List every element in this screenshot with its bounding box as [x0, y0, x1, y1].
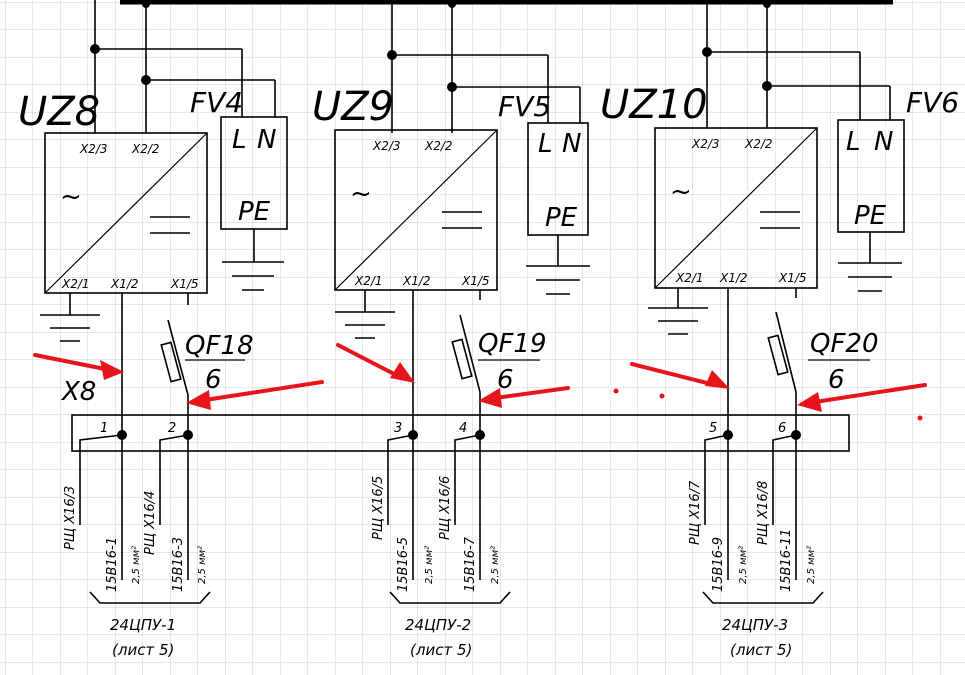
- wire-terminal-label: РЩ X16/4: [143, 491, 158, 555]
- phase-l: L: [846, 127, 861, 157]
- converter-uz10-box: [654, 127, 818, 289]
- cable-brackets: [89, 591, 824, 604]
- wire-section-label: 2,5 мм²: [131, 546, 142, 584]
- wire-terminal-label: РЩ X16/8: [756, 481, 771, 545]
- junction-dot: [90, 44, 100, 54]
- pin-label: X1/2: [110, 277, 139, 291]
- pin-label: X2/2: [424, 139, 453, 153]
- group-uz9: ~ UZ9 X2/3 X2/2 X2/1 X1/2 X1/5 FV5 L N P…: [312, 0, 665, 435]
- wire-terminal-label: РЩ X16/3: [63, 486, 78, 550]
- pin-label: X2/3: [691, 137, 720, 151]
- svg-text:3: 3: [394, 421, 402, 436]
- surge-protector-label: FV4: [190, 86, 243, 119]
- ac-symbol: ~: [350, 179, 372, 209]
- junction-dot: [387, 50, 397, 60]
- pin-label: X2/2: [744, 137, 773, 151]
- converter-label: UZ9: [312, 84, 394, 130]
- breaker-label: QF19: [478, 329, 547, 359]
- destinations: 24ЦПУ-1 (лист 5) 24ЦПУ-2 (лист 5) 24ЦПУ-…: [110, 616, 792, 659]
- svg-text:1: 1: [100, 421, 108, 436]
- junction-dot: [141, 75, 151, 85]
- destination-sheet: (лист 5): [112, 641, 174, 659]
- pin-label: X2/1: [675, 271, 704, 285]
- pin-label: X1/5: [778, 271, 807, 285]
- converter-label: UZ10: [600, 82, 708, 128]
- pin-label: X1/5: [461, 274, 490, 288]
- svg-text:4: 4: [459, 421, 467, 436]
- wire-cable-label: 15B16-7: [463, 536, 478, 592]
- breaker-rating: 6: [497, 365, 514, 395]
- svg-text:5: 5: [709, 421, 717, 436]
- group-uz8: ~ UZ8 X2/3 X2/2 X2/1 X1/2 X1/5 FV4 L N P…: [18, 0, 324, 435]
- breaker-qf20-body: [767, 334, 789, 376]
- breaker-label: QF18: [185, 331, 254, 361]
- surge-protector-fv6: [837, 119, 905, 233]
- wire-section-label: 2,5 мм²: [424, 546, 435, 584]
- destination-name: 24ЦПУ-2: [405, 616, 471, 634]
- junction-dot: [702, 47, 712, 57]
- wire-terminal-label: РЩ X16/6: [438, 476, 453, 540]
- outgoing-wires: [79, 434, 797, 580]
- wire-cable-label: 15B16-11: [779, 529, 794, 592]
- svg-text:2: 2: [168, 421, 176, 436]
- breaker-qf19-body: [451, 338, 473, 380]
- protective-earth: PE: [854, 201, 887, 231]
- wire-section-label: 2,5 мм²: [738, 546, 749, 584]
- breaker-rating: 6: [205, 365, 222, 395]
- junction-dot: [762, 81, 772, 91]
- wire-section-label: 2,5 мм²: [806, 546, 817, 584]
- destination-sheet: (лист 5): [410, 641, 472, 659]
- ac-symbol: ~: [670, 177, 692, 207]
- neutral-n: N: [257, 125, 276, 155]
- wire-cable-label: 15B16-9: [711, 537, 726, 592]
- wire-section-label: 2,5 мм²: [490, 546, 501, 584]
- wire-cable-label: 15B16-3: [171, 537, 186, 592]
- wire-cable-label: 15B16-1: [105, 537, 120, 592]
- junction-dot: [447, 82, 457, 92]
- pin-label: X2/2: [131, 142, 160, 156]
- converter-uz8-box: [44, 132, 208, 294]
- pin-label: X2/1: [61, 277, 90, 291]
- group-uz10: ~ UZ10 X2/3 X2/2 X2/1 X1/2 X1/5 FV6 L N …: [600, 0, 959, 435]
- junction-dot: [763, 0, 771, 8]
- pin-label: X2/3: [79, 142, 108, 156]
- pin-label: X1/2: [719, 271, 748, 285]
- converter-uz9-box: [334, 129, 498, 291]
- wire-cable-label: 15B16-5: [396, 537, 411, 592]
- junction-dot: [448, 0, 456, 8]
- neutral-n: N: [562, 129, 581, 159]
- breaker-label: QF20: [810, 329, 879, 359]
- surge-protector-label: FV5: [498, 90, 551, 123]
- ac-symbol: ~: [60, 182, 82, 212]
- svg-text:6: 6: [778, 421, 786, 436]
- terminal-block-label: X8: [60, 377, 96, 407]
- pin-label: X2/3: [372, 139, 401, 153]
- breaker-qf18-body: [160, 341, 182, 383]
- neutral-n: N: [874, 127, 893, 157]
- wire-section-label: 2,5 мм²: [197, 546, 208, 584]
- pin-label: X2/1: [354, 274, 383, 288]
- wire-labels: РЩ X16/3 15B16-1 2,5 мм² РЩ X16/4 15B16-…: [63, 476, 817, 592]
- phase-l: L: [232, 125, 247, 155]
- wire-terminal-label: РЩ X16/5: [371, 476, 386, 540]
- breaker-rating: 6: [828, 365, 845, 395]
- protective-earth: PE: [545, 203, 578, 233]
- destination-sheet: (лист 5): [730, 641, 792, 659]
- terminal-block-x8: [71, 414, 850, 452]
- converter-label: UZ8: [18, 89, 100, 135]
- protective-earth: PE: [238, 197, 271, 227]
- destination-name: 24ЦПУ-3: [722, 616, 788, 634]
- junction-dot: [142, 0, 150, 8]
- pin-label: X1/5: [170, 277, 199, 291]
- pin-label: X1/2: [402, 274, 431, 288]
- phase-l: L: [538, 129, 553, 159]
- wire-terminal-label: РЩ X16/7: [688, 480, 703, 545]
- destination-name: 24ЦПУ-1: [110, 616, 176, 634]
- surge-protector-label: FV6: [906, 86, 959, 119]
